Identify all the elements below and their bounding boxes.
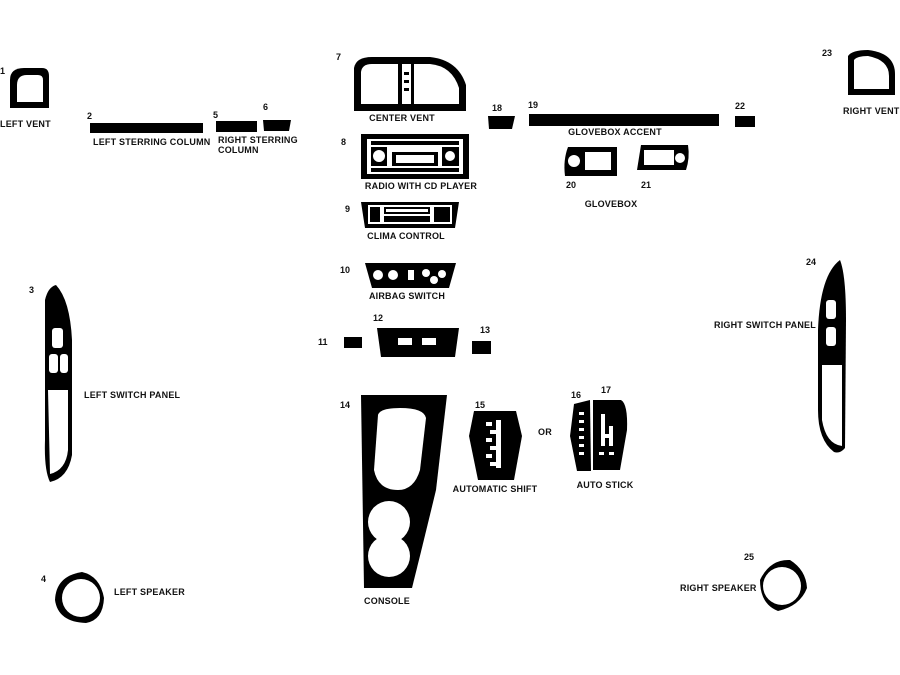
right-steering-column-piece xyxy=(216,121,257,132)
airbag-switch-label: AIRBAG SWITCH xyxy=(368,291,446,301)
part-number: 18 xyxy=(492,103,503,113)
part-number: 12 xyxy=(373,313,384,323)
right-speaker-label: RIGHT SPEAKER xyxy=(680,583,757,593)
auto-stick-label: AUTO STICK xyxy=(576,480,634,490)
console-piece xyxy=(361,395,447,588)
part-number: 22 xyxy=(735,101,746,111)
part-number: 21 xyxy=(641,180,652,190)
part-number: 8 xyxy=(341,137,347,147)
console-label: CONSOLE xyxy=(364,596,410,606)
radio-label: RADIO WITH CD PLAYER xyxy=(364,181,478,191)
part-number: 4 xyxy=(41,574,47,584)
part-number: 11 xyxy=(318,337,328,347)
part-number: 17 xyxy=(601,385,612,395)
part-number: 9 xyxy=(345,204,351,214)
part-number: 5 xyxy=(213,110,219,120)
part-number: 10 xyxy=(340,265,351,275)
glovebox-label: GLOVEBOX xyxy=(584,199,638,209)
part-number: 16 xyxy=(571,390,582,400)
glovebox-accent-label: GLOVEBOX ACCENT xyxy=(568,127,662,137)
right-switch-panel-label: RIGHT SWITCH PANEL xyxy=(714,320,816,330)
left-switch-panel-label: LEFT SWITCH PANEL xyxy=(84,390,181,400)
part-number: 20 xyxy=(566,180,577,190)
part-6-piece xyxy=(263,120,291,131)
left-switch-panel-piece xyxy=(44,285,72,482)
part-number: 14 xyxy=(340,400,351,410)
glovebox-part-20-piece xyxy=(564,147,617,176)
right-vent-piece xyxy=(848,50,895,95)
part-number: 2 xyxy=(87,111,93,121)
glovebox-part-21-piece xyxy=(637,145,689,170)
right-vent-label: RIGHT VENT xyxy=(843,106,900,116)
right-switch-panel-piece xyxy=(818,260,846,453)
left-vent-label: LEFT VENT xyxy=(0,119,51,129)
glovebox-accent-piece xyxy=(529,114,719,126)
left-speaker-label: LEFT SPEAKER xyxy=(114,587,185,597)
part-number: 6 xyxy=(263,102,269,112)
radio-piece xyxy=(361,134,469,179)
part-22-piece xyxy=(735,116,755,127)
part-11-piece xyxy=(344,337,362,348)
part-number: 13 xyxy=(480,325,491,335)
automatic-shift-piece xyxy=(469,411,522,480)
or-label: OR xyxy=(538,427,552,437)
automatic-shift-label: AUTOMATIC SHIFT xyxy=(452,484,538,494)
auto-stick-piece xyxy=(570,400,628,471)
part-number: 7 xyxy=(336,52,342,62)
part-number: 3 xyxy=(29,285,35,295)
airbag-switch-piece xyxy=(365,263,456,288)
part-number: 19 xyxy=(528,100,539,110)
right-speaker-piece xyxy=(760,559,807,611)
part-number: 25 xyxy=(744,552,755,562)
part-12-piece xyxy=(377,328,459,357)
right-steering-column-label: RIGHT STERRING COLUMN xyxy=(218,135,298,155)
part-number: 24 xyxy=(806,257,817,267)
left-steering-column-label: LEFT STERRING COLUMN xyxy=(93,137,211,147)
part-number: 1 xyxy=(0,66,6,76)
part-18-piece xyxy=(488,116,515,129)
part-number: 15 xyxy=(475,400,486,410)
left-vent-piece xyxy=(10,68,49,108)
clima-control-label: CLIMA CONTROL xyxy=(367,231,445,241)
center-vent-piece xyxy=(354,57,466,111)
left-speaker-piece xyxy=(55,572,104,623)
part-number: 23 xyxy=(822,48,833,58)
center-vent-label: CENTER VENT xyxy=(369,113,435,123)
part-13-piece xyxy=(472,341,491,354)
clima-control-piece xyxy=(361,202,459,228)
left-steering-column-piece xyxy=(90,123,203,133)
